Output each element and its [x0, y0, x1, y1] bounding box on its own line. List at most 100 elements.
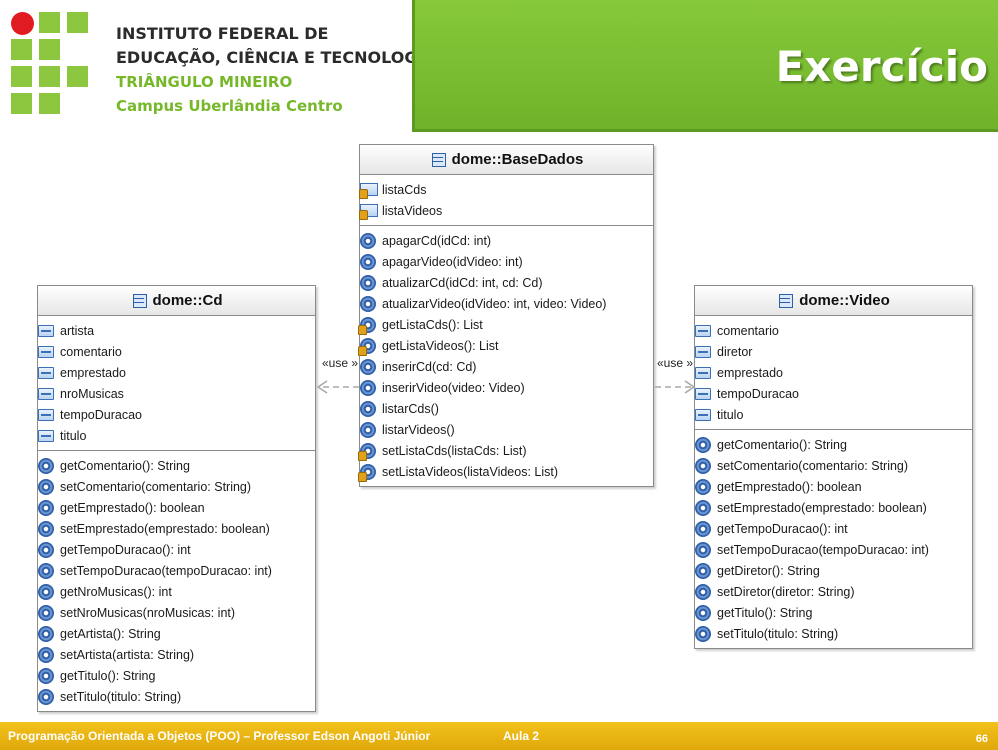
method-row-text: apagarCd(idCd: int): [382, 233, 492, 248]
field-row-text: nroMusicas: [60, 386, 124, 401]
field-row-text: comentario: [717, 323, 779, 338]
footer-course-text: Programação Orientada a Objetos (POO) – …: [8, 729, 431, 743]
method-icon: [38, 604, 54, 621]
class-name-cd: dome::Cd: [152, 292, 223, 309]
method-row-text: setArtista(artista: String): [60, 647, 195, 662]
method-row: getTitulo(): String: [38, 665, 315, 686]
method-row-text: setTempoDuracao(tempoDuracao: int): [60, 563, 272, 578]
use-label-right: «use »: [657, 356, 694, 370]
method-icon: [695, 562, 711, 579]
method-row-text: getListaCds(): List: [382, 317, 483, 332]
method-row: apagarCd(idCd: int): [360, 230, 653, 251]
method-row: setEmprestado(emprestado: boolean): [695, 497, 972, 518]
method-icon: [38, 583, 54, 600]
field-row: tempoDuracao: [695, 383, 972, 404]
field-icon: [695, 324, 711, 337]
method-row-text: getTitulo(): String: [60, 668, 156, 683]
method-icon: [695, 436, 711, 453]
fields-section-basedados: listaCds listaVideos: [359, 175, 653, 225]
method-icon: [695, 625, 711, 642]
method-row-text: setListaCds(listaCds: List): [382, 443, 527, 458]
method-row: getEmprestado(): boolean: [695, 476, 972, 497]
class-name-basedados: dome::BaseDados: [451, 151, 584, 168]
institution-line-4: Campus Uberlândia Centro: [116, 97, 343, 115]
method-key-icon: [358, 316, 376, 335]
field-icon: [38, 387, 54, 400]
method-row: setTempoDuracao(tempoDuracao: int): [695, 539, 972, 560]
method-row: setDiretor(diretor: String): [695, 581, 972, 602]
method-icon: [695, 541, 711, 558]
method-icon: [38, 478, 54, 495]
methods-section-cd: getComentario(): String setComentario(com…: [38, 450, 315, 711]
method-row: setListaCds(listaCds: List): [358, 440, 653, 461]
method-row: setArtista(artista: String): [38, 644, 315, 665]
fields-section-cd: artista comentario emprestado nroMusicas tem…: [38, 316, 315, 450]
methods-section-video: getComentario(): String setComentario(com…: [695, 429, 972, 648]
field-row-text: emprestado: [60, 365, 127, 380]
method-row-text: getComentario(): String: [60, 458, 190, 473]
field-row: tempoDuracao: [38, 404, 315, 425]
field-icon: [695, 408, 711, 421]
class-header-cd: dome::Cd: [38, 286, 315, 316]
field-row: comentario: [695, 320, 972, 341]
method-icon: [695, 520, 711, 537]
method-row-text: getEmprestado(): boolean: [60, 500, 205, 515]
method-row: getArtista(): String: [38, 623, 315, 644]
field-row: emprestado: [695, 362, 972, 383]
field-row-text: diretor: [717, 344, 753, 359]
field-row: nroMusicas: [38, 383, 315, 404]
methods-section-basedados: apagarCd(idCd: int) apagarVideo(idVideo: …: [358, 225, 653, 486]
method-row-text: setTitulo(titulo: String): [717, 626, 839, 641]
field-row-text: emprestado: [717, 365, 784, 380]
class-icon: [777, 293, 794, 309]
method-row: inserirVideo(video: Video): [360, 377, 653, 398]
method-row-text: getEmprestado(): boolean: [717, 479, 862, 494]
method-icon: [695, 478, 711, 495]
field-icon: [38, 408, 54, 421]
institution-line-1: INSTITUTO FEDERAL DE: [116, 24, 329, 43]
method-row-text: getArtista(): String: [60, 626, 161, 641]
method-row: setComentario(comentario: String): [695, 455, 972, 476]
use-label-left: «use »: [322, 356, 359, 370]
method-icon: [360, 274, 376, 291]
method-row: setTitulo(titulo: String): [695, 623, 972, 644]
method-row: apagarVideo(idVideo: int): [360, 251, 653, 272]
method-icon: [360, 232, 376, 249]
method-row: setListaVideos(listaVideos: List): [358, 461, 653, 482]
method-row-text: setComentario(comentario: String): [717, 458, 909, 473]
institution-line-3: TRIÂNGULO MINEIRO: [116, 73, 293, 91]
method-row: setNroMusicas(nroMusicas: int): [38, 602, 315, 623]
method-row-text: setTempoDuracao(tempoDuracao: int): [717, 542, 929, 557]
dependency-arrow-basedados-to-cd: [316, 380, 359, 394]
institution-name: INSTITUTO FEDERAL DE EDUCAÇÃO, CIÊNCIA E…: [116, 22, 436, 118]
field-row: diretor: [695, 341, 972, 362]
method-row: getTempoDuracao(): int: [695, 518, 972, 539]
method-row-text: inserirVideo(video: Video): [382, 380, 525, 395]
field-row-text: listaVideos: [382, 203, 443, 218]
method-row-text: setTitulo(titulo: String): [60, 689, 182, 704]
method-icon: [695, 499, 711, 516]
field-row: titulo: [38, 425, 315, 446]
method-icon: [695, 604, 711, 621]
method-row: atualizarCd(idCd: int, cd: Cd): [360, 272, 653, 293]
method-row: getListaCds(): List: [358, 314, 653, 335]
method-icon: [38, 499, 54, 516]
method-icon: [360, 379, 376, 396]
method-icon: [695, 457, 711, 474]
method-row: setComentario(comentario: String): [38, 476, 315, 497]
field-row: listaCds: [359, 179, 653, 200]
method-icon: [38, 457, 54, 474]
method-row-text: getComentario(): String: [717, 437, 847, 452]
class-header-video: dome::Video: [695, 286, 972, 316]
field-row: artista: [38, 320, 315, 341]
method-icon: [38, 688, 54, 705]
institution-line-2: EDUCAÇÃO, CIÊNCIA E TECNOLOGIA: [116, 48, 436, 67]
method-row: getComentario(): String: [695, 434, 972, 455]
method-icon: [38, 562, 54, 579]
method-row-text: getTempoDuracao(): int: [717, 521, 848, 536]
field-row-text: comentario: [60, 344, 122, 359]
method-row-text: listarVideos(): [382, 422, 455, 437]
